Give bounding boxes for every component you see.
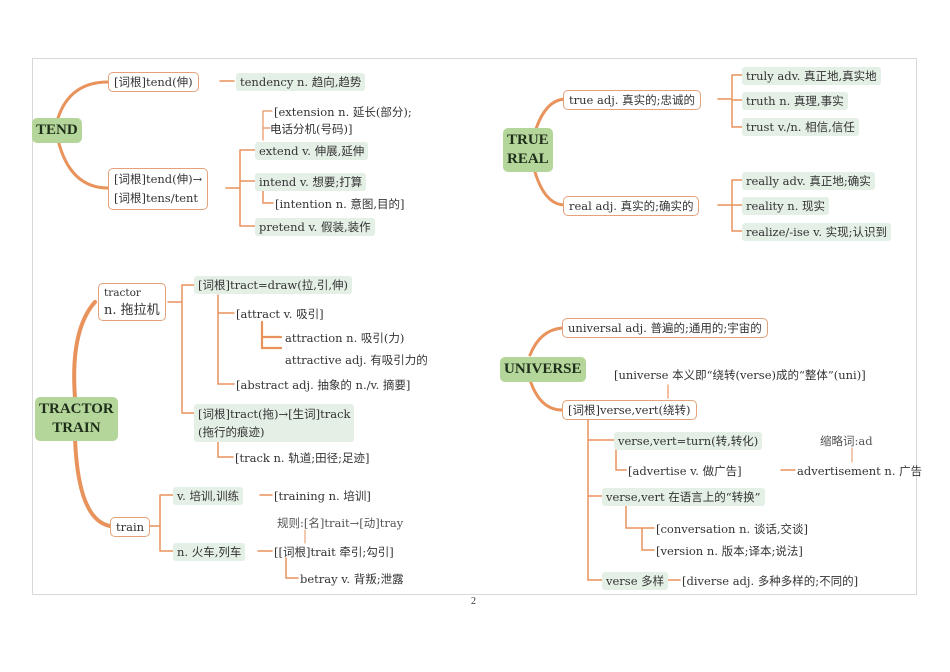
node-train: train: [110, 517, 151, 537]
node-tendency: tendency n. 趋向,趋势: [236, 73, 366, 91]
node-pretend: pretend v. 假装,装作: [255, 218, 375, 236]
node-reality: reality n. 现实: [742, 197, 830, 215]
node-true: true adj. 真实的;忠诚的: [563, 90, 701, 110]
node-attract: [attract v. 吸引]: [236, 307, 324, 321]
node-intend: intend v. 想要;打算: [255, 173, 367, 191]
root-line: TRAIN: [52, 420, 101, 436]
node-tens-tent-root: [词根]tend(伸)→ [词根]tens/tent: [108, 168, 209, 210]
node-universal: universal adj. 普遍的;通用的;宇宙的: [562, 318, 768, 338]
note-abbreviation: 缩略词:ad: [820, 434, 873, 448]
node-verse-diverse: verse 多样: [602, 572, 669, 590]
root-node-tractor-train: TRACTOR TRAIN: [35, 397, 118, 441]
node-line: (拖行的痕迹): [198, 425, 265, 439]
node-line: [词根]tract(拖)→[生词]track: [198, 407, 351, 421]
node-verse-language: verse,vert 在语言上的“转换”: [602, 488, 765, 506]
node-track: [track n. 轨道;田径;足迹]: [235, 451, 370, 465]
node-conversation: [conversation n. 谈话,交谈]: [656, 522, 808, 536]
node-version: [version n. 版本;译本;说法]: [656, 544, 803, 558]
node-realize: realize/-ise v. 实现;认识到: [742, 223, 891, 241]
node-tract-draw: [词根]tract=draw(拉,引,伸): [194, 276, 352, 294]
node-verse-vert-root: [词根]verse,vert(绕转): [562, 400, 697, 420]
node-line: [词根]tens/tent: [114, 191, 199, 205]
node-tractor: tractor n. 拖拉机: [98, 283, 166, 321]
node-really: really adv. 真正地;确实: [742, 172, 875, 190]
page-number: 2: [471, 596, 476, 607]
node-line: tractor: [104, 287, 141, 299]
node-tract-track: [词根]tract(拖)→[生词]track (拖行的痕迹): [194, 404, 355, 442]
note-universe: [universe 本义即“绕转(verse)成的“整体”(uni)]: [614, 368, 866, 382]
node-diverse: [diverse adj. 多种多样的;不同的]: [682, 574, 859, 588]
node-attraction: attraction n. 吸引(力): [285, 331, 405, 345]
node-train-verb: v. 培训,训练: [173, 487, 244, 505]
node-extend: extend v. 伸展,延伸: [255, 142, 369, 160]
node-abstract: [abstract adj. 抽象的 n./v. 摘要]: [236, 378, 411, 392]
node-train-noun: n. 火车,列车: [173, 543, 246, 561]
root-line: TRUE: [507, 132, 549, 148]
node-line: n. 拖拉机: [104, 303, 160, 318]
root-line: REAL: [507, 151, 549, 167]
node-extension: [extension n. 延长(部分);: [274, 105, 412, 119]
node-real: real adj. 真实的;确实的: [563, 196, 700, 216]
node-tend-root: [词根]tend(伸): [108, 72, 199, 92]
root-node-universe: UNIVERSE: [500, 357, 586, 382]
node-advertisement: advertisement n. 广告: [797, 464, 923, 478]
node-intention: [intention n. 意图,目的]: [275, 197, 405, 211]
node-line: [词根]tend(伸)→: [114, 172, 203, 186]
note-rule: 规则:[名]trait→[动]tray: [277, 516, 404, 530]
document-page: [32, 58, 917, 595]
root-node-tend: TEND: [32, 118, 82, 143]
root-line: TRACTOR: [39, 401, 114, 417]
node-advertise: [advertise v. 做广告]: [628, 464, 742, 478]
node-extension-cont: 电话分机(号码)]: [270, 122, 353, 136]
root-node-true-real: TRUE REAL: [503, 128, 553, 172]
node-trust: trust v./n. 相信,信任: [742, 118, 859, 136]
node-truth: truth n. 真理,事实: [742, 92, 848, 110]
node-training: [training n. 培训]: [274, 489, 371, 503]
node-trait: [[词根]trait 牵引;勾引]: [274, 545, 394, 559]
node-truly: truly adv. 真正地,真实地: [742, 67, 881, 85]
node-betray: betray v. 背叛;泄露: [300, 572, 404, 586]
node-attractive: attractive adj. 有吸引力的: [285, 353, 428, 367]
node-verse-turn: verse,vert=turn(转,转化): [614, 432, 763, 450]
